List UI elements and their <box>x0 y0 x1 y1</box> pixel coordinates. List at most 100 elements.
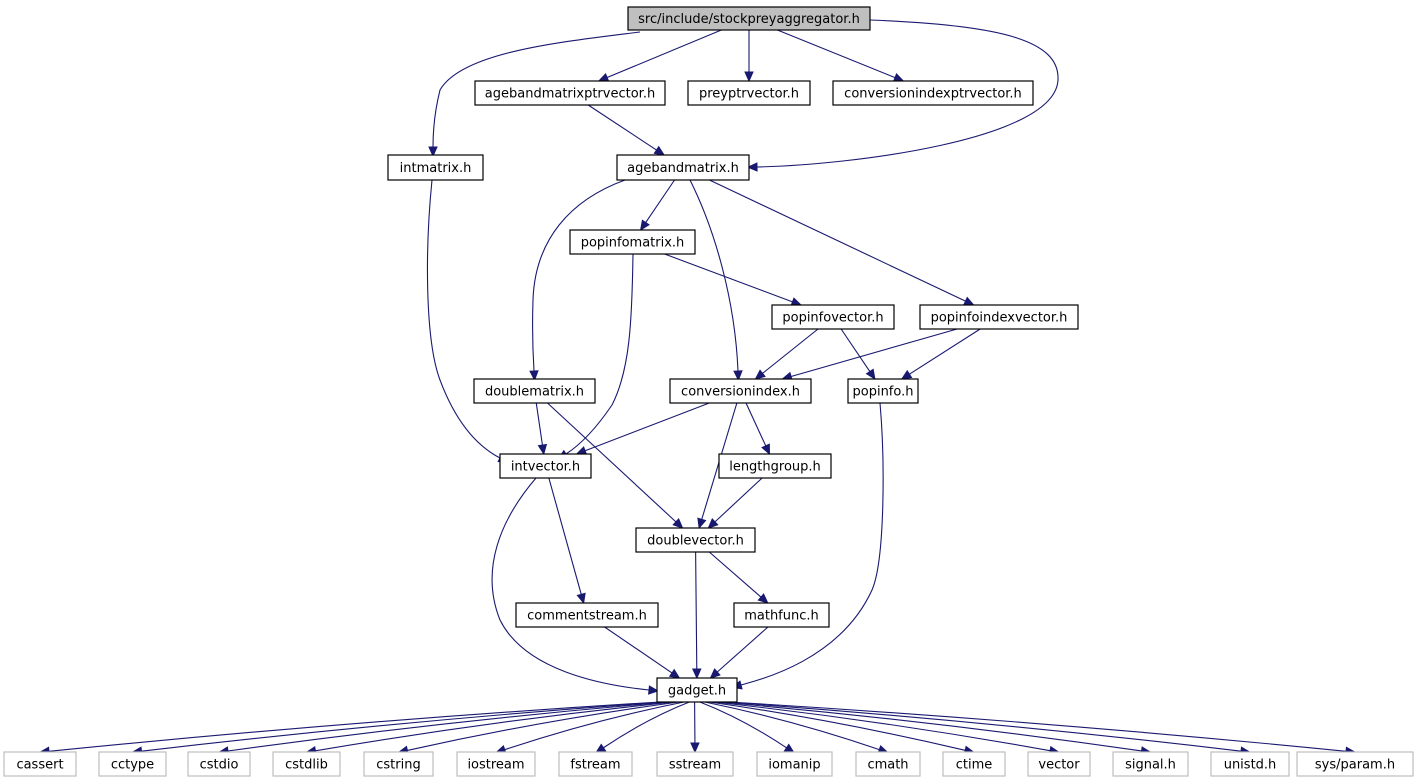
edge-lengthgroup-to-doublevector <box>707 477 763 529</box>
node-signal: signal.h <box>1112 751 1189 777</box>
node-agebandmatrix[interactable]: agebandmatrix.h <box>616 154 750 181</box>
edge-doublematrix-to-intvector-arrowhead <box>537 443 548 456</box>
nodes-layer: src/include/stockpreyaggregator.h ageband… <box>3 6 1414 777</box>
edge-agebandmatrix-to-conversionindex-line <box>689 179 739 372</box>
node-cmath-box <box>855 751 921 777</box>
node-iostream: iostream <box>456 751 536 777</box>
node-lengthgroup-box[interactable] <box>718 453 832 479</box>
node-agebandmatrixptrvector[interactable]: agebandmatrixptrvector.h <box>474 80 666 106</box>
node-intvector-label: intvector.h <box>511 460 580 475</box>
node-root: src/include/stockpreyaggregator.h <box>627 6 871 31</box>
node-sstream-box <box>656 751 734 777</box>
node-iomanip-box <box>756 751 833 777</box>
edge-intvector-to-gadget-arrowhead <box>648 685 660 695</box>
node-popinfovector[interactable]: popinfovector.h <box>771 304 895 330</box>
edge-doublematrix-to-intvector <box>535 402 548 456</box>
node-commentstream-box[interactable] <box>515 602 659 628</box>
edge-commentstream-to-gadget-arrowhead <box>668 668 681 679</box>
node-intvector-box[interactable] <box>499 453 592 479</box>
node-popinfo[interactable]: popinfo.h <box>847 378 919 404</box>
edge-root-to-intmatrix-arrowhead <box>428 146 438 158</box>
node-sstream-label: sstream <box>669 758 721 773</box>
node-preyptrvector-box[interactable] <box>687 80 811 106</box>
node-signal-box <box>1112 751 1189 777</box>
node-commentstream[interactable]: commentstream.h <box>515 602 659 628</box>
node-fstream-box <box>558 751 633 777</box>
edge-agebandmatrix-to-popinfoindexvector-arrowhead <box>963 296 975 306</box>
node-gadget[interactable]: gadget.h <box>656 677 738 703</box>
edge-commentstream-to-gadget <box>604 626 681 679</box>
node-conversionindexptrvector-box[interactable] <box>832 80 1034 106</box>
edge-root-to-agebandmatrixptrvector <box>597 29 722 82</box>
node-sysparam-box <box>1296 751 1414 777</box>
edge-popinfomatrix-to-popinfovector-line <box>664 253 793 303</box>
node-intmatrix-box[interactable] <box>387 154 484 181</box>
node-ctime: ctime <box>942 751 1006 777</box>
node-mathfunc[interactable]: mathfunc.h <box>733 602 830 628</box>
edge-agebandmatrix-to-popinfomatrix-line <box>645 179 675 223</box>
node-preyptrvector-label: preyptrvector.h <box>699 87 799 102</box>
node-popinfo-box[interactable] <box>847 378 919 404</box>
edge-gadget-to-cstring-line <box>407 701 679 751</box>
node-popinfoindexvector-box[interactable] <box>919 304 1079 330</box>
edge-agebandmatrix-to-popinfoindexvector-line <box>709 179 966 302</box>
node-mathfunc-box[interactable] <box>733 602 830 628</box>
edge-gadget-to-signal-line <box>718 701 1142 752</box>
edge-doublematrix-to-intvector-line <box>535 402 543 446</box>
node-doublevector-box[interactable] <box>635 527 756 553</box>
node-popinfoindexvector-label: popinfoindexvector.h <box>931 311 1068 326</box>
edge-agebandmatrix-to-popinfomatrix <box>639 179 675 232</box>
node-fstream: fstream <box>558 751 633 777</box>
node-popinfomatrix[interactable]: popinfomatrix.h <box>569 229 696 255</box>
edge-doublematrix-to-doublevector-line <box>547 402 677 523</box>
node-popinfovector-box[interactable] <box>771 304 895 330</box>
node-signal-label: signal.h <box>1125 758 1176 773</box>
edge-popinfoindexvector-to-conversionindex-line <box>790 328 958 378</box>
node-root-box <box>627 6 871 31</box>
node-doublematrix-box[interactable] <box>473 378 596 404</box>
node-popinfoindexvector[interactable]: popinfoindexvector.h <box>919 304 1079 330</box>
node-cctype-label: cctype <box>111 758 154 773</box>
node-conversionindex[interactable]: conversionindex.h <box>669 378 812 404</box>
node-cstdio: cstdio <box>187 751 251 777</box>
edge-mathfunc-to-gadget-line <box>716 626 769 673</box>
node-lengthgroup-label: lengthgroup.h <box>729 460 821 475</box>
edge-gadget-to-iomanip-line <box>699 701 787 749</box>
edge-gadget-to-cassert-line <box>48 701 660 752</box>
edge-popinfovector-to-popinfo <box>840 328 876 381</box>
node-lengthgroup[interactable]: lengthgroup.h <box>718 453 832 479</box>
node-sysparam: sys/param.h <box>1296 751 1414 777</box>
edge-commentstream-to-gadget-line <box>604 626 673 674</box>
node-cstdlib: cstdlib <box>272 751 341 777</box>
edge-gadget-to-ctime-line <box>709 701 966 751</box>
edge-root-to-intmatrix <box>428 31 641 158</box>
node-popinfomatrix-box[interactable] <box>569 229 696 255</box>
node-conversionindex-box[interactable] <box>669 378 812 404</box>
edge-gadget-to-sstream-arrowhead <box>690 742 700 754</box>
edge-conversionindex-to-intvector-arrowhead <box>575 446 588 456</box>
edge-root-to-preyptrvector-arrowhead <box>744 71 754 83</box>
edge-conversionindex-to-lengthgroup-arrowhead <box>761 443 770 456</box>
node-sstream: sstream <box>656 751 734 777</box>
node-preyptrvector[interactable]: preyptrvector.h <box>687 80 811 106</box>
node-iostream-label: iostream <box>467 758 524 773</box>
edge-gadget-to-unistd-line <box>723 701 1242 752</box>
node-intvector[interactable]: intvector.h <box>499 453 592 479</box>
node-agebandmatrixptrvector-box[interactable] <box>474 80 666 106</box>
edge-gadget-to-cstdlib <box>305 701 675 756</box>
edge-root-to-agebandmatrixptrvector-line <box>606 29 722 79</box>
node-agebandmatrix-box[interactable] <box>616 154 750 181</box>
edge-intvector-to-commentstream <box>548 477 586 605</box>
edge-conversionindex-to-lengthgroup <box>745 402 770 456</box>
node-iostream-box <box>456 751 536 777</box>
node-conversionindexptrvector[interactable]: conversionindexptrvector.h <box>832 80 1034 106</box>
node-doublematrix[interactable]: doublematrix.h <box>473 378 596 404</box>
edge-popinfoindexvector-to-popinfo-line <box>909 328 981 375</box>
node-intmatrix[interactable]: intmatrix.h <box>387 154 484 181</box>
node-gadget-box[interactable] <box>656 677 738 703</box>
node-agebandmatrix-label: agebandmatrix.h <box>627 161 739 176</box>
node-unistd-box <box>1210 751 1290 777</box>
edge-gadget-to-cctype-line <box>141 701 665 752</box>
edge-conversionindex-to-intvector-line <box>584 402 710 452</box>
node-doublevector[interactable]: doublevector.h <box>635 527 756 553</box>
